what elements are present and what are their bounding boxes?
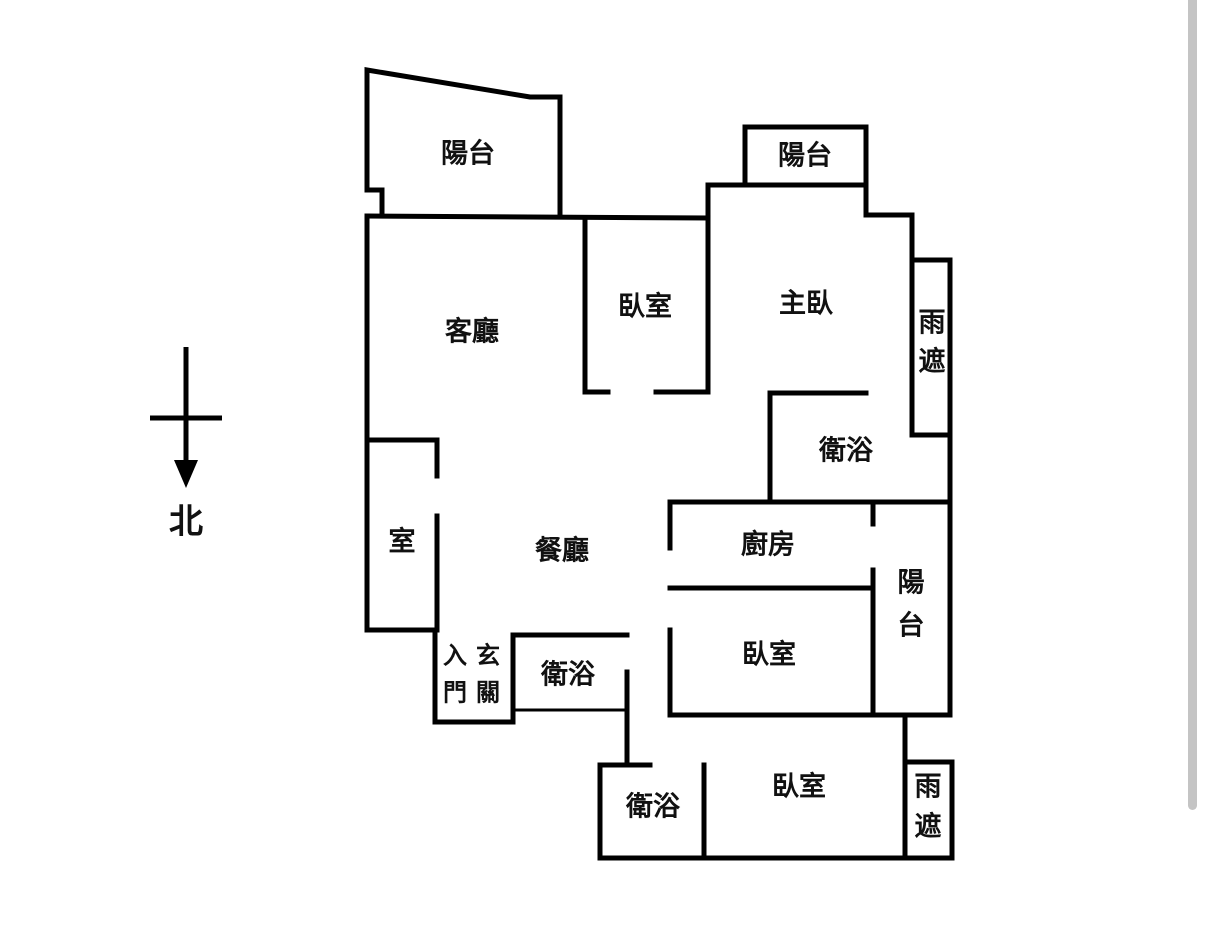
vertical-scrollbar[interactable] [1188,0,1197,810]
label-living-room: 客廳 [445,316,499,348]
label-balcony-top: 陽台 [778,140,832,172]
compass: 北 [150,347,222,542]
label-entry-4: 關 [476,678,500,707]
label-bedroom-2: 臥室 [742,639,796,671]
label-kitchen: 廚房 [741,529,795,561]
label-small-room: 室 [389,526,416,558]
label-bath-2: 衛浴 [540,659,596,691]
label-rain-shelter-1a: 雨 [919,308,946,339]
north-label: 北 [169,502,203,542]
label-bath-3: 衛浴 [625,791,681,823]
label-bedroom-3: 臥室 [772,771,826,803]
label-rain-shelter-2a: 雨 [915,772,942,803]
label-entry-2: 玄 [476,641,500,670]
room-labels: 陽台 陽台 客廳 臥室 主臥 雨 遮 衛浴 室 餐廳 廚房 陽 台 臥室 入 玄… [389,138,946,843]
compass-arrowhead-icon [174,460,198,488]
label-master-bath: 衛浴 [818,435,874,467]
label-dining-room: 餐廳 [535,535,589,567]
label-rain-shelter-2b: 遮 [915,811,942,843]
label-entry-1: 入 [443,641,467,670]
label-master-bedroom: 主臥 [779,289,833,320]
label-balcony-east-a: 陽 [898,568,925,599]
label-balcony-nw: 陽台 [441,138,495,170]
walls [364,67,955,861]
label-balcony-east-b: 台 [898,610,925,642]
label-bedroom-1: 臥室 [618,291,672,323]
label-rain-shelter-1b: 遮 [919,346,946,378]
label-entry-3: 門 [443,678,467,707]
